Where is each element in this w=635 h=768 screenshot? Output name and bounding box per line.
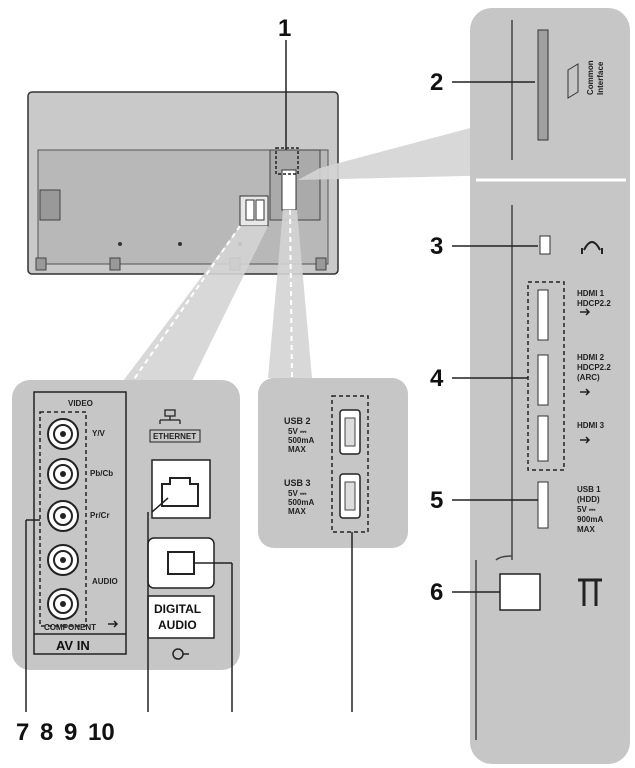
antenna-icon [578,578,602,606]
av-panel: VIDEO Y/V Pb/Cb Pr/Cr AUDIO COMPONENT AV… [12,380,240,670]
usb3-volt: 5V ⎓ [288,489,307,498]
tv-rear-view [27,91,339,275]
usb1-volt: 5V ⎓ [577,505,596,514]
rca-jack-audio-r [47,588,79,620]
hdmi2-arc: (ARC) [577,373,600,382]
usb1-max: MAX [577,525,595,534]
callout-2: 2 [430,69,443,96]
av-input-icon [108,620,119,628]
output-icon [172,648,189,660]
component-label: COMPONENT [44,623,96,632]
hdmi3-label: HDMI 3 [577,421,605,430]
callout-3: 3 [430,233,443,260]
ethernet-port [161,477,199,507]
callout-7: 7 [16,719,29,746]
usb3-max: MAX [288,507,306,516]
hdmi-input-icon [580,308,591,316]
callout-6: 6 [430,579,443,606]
hdmi-input-icon-3 [580,436,591,444]
callout-8: 8 [40,719,53,746]
usb2-max: MAX [288,445,306,454]
ci-card-icon [567,63,579,99]
callout-10: 10 [88,719,115,746]
leader-lines [25,40,538,712]
usb3-current: 500mA [288,498,314,507]
usb2-label: USB 2 [284,416,311,426]
usb3-label: USB 3 [284,478,311,488]
side-panel: Common Interface HDMI 1 HDCP2.2 HDMI 2 H… [470,8,630,764]
usb1-label: USB 1 [577,485,601,494]
usb2-current: 500mA [288,436,314,445]
audio-in-label: AUDIO [92,577,118,586]
usb1-current: 900mA [577,515,603,524]
callout-1: 1 [278,15,291,42]
usb1-hdd: (HDD) [577,495,600,504]
network-icon [159,409,181,424]
common-interface-label: Common [586,60,595,95]
pr-label: Pr/Cr [90,511,110,520]
av-in-label: AV IN [56,638,90,653]
hdmi-input-icon-2 [580,388,591,396]
headphone-icon [581,241,603,254]
rca-jack-audio-l [47,544,79,576]
pb-label: Pb/Cb [90,469,113,478]
hdmi2-label: HDMI 2 [577,353,605,362]
callout-4: 4 [430,365,444,392]
digital-audio-label: AUDIO [158,618,197,632]
zoom-beam-side [298,118,508,180]
hdmi1-label: HDMI 1 [577,289,605,298]
ethernet-label: ETHERNET [153,432,196,441]
usb2-volt: 5V ⎓ [288,427,307,436]
hdmi2-hdcp: HDCP2.2 [577,363,611,372]
callout-5: 5 [430,487,443,514]
hdmi1-hdcp: HDCP2.2 [577,299,611,308]
y-v-label: Y/V [92,429,106,438]
usb-panel: USB 2 5V ⎓ 500mA MAX USB 3 5V ⎓ 500mA MA… [258,378,408,548]
rca-jack-pb [47,458,79,490]
common-interface-label-2: Interface [596,61,605,95]
digital-label: DIGITAL [154,602,201,616]
rca-jack-y [47,418,79,450]
rca-jack-pr [47,500,79,532]
video-label: VIDEO [68,399,93,408]
callout-9: 9 [64,719,77,746]
